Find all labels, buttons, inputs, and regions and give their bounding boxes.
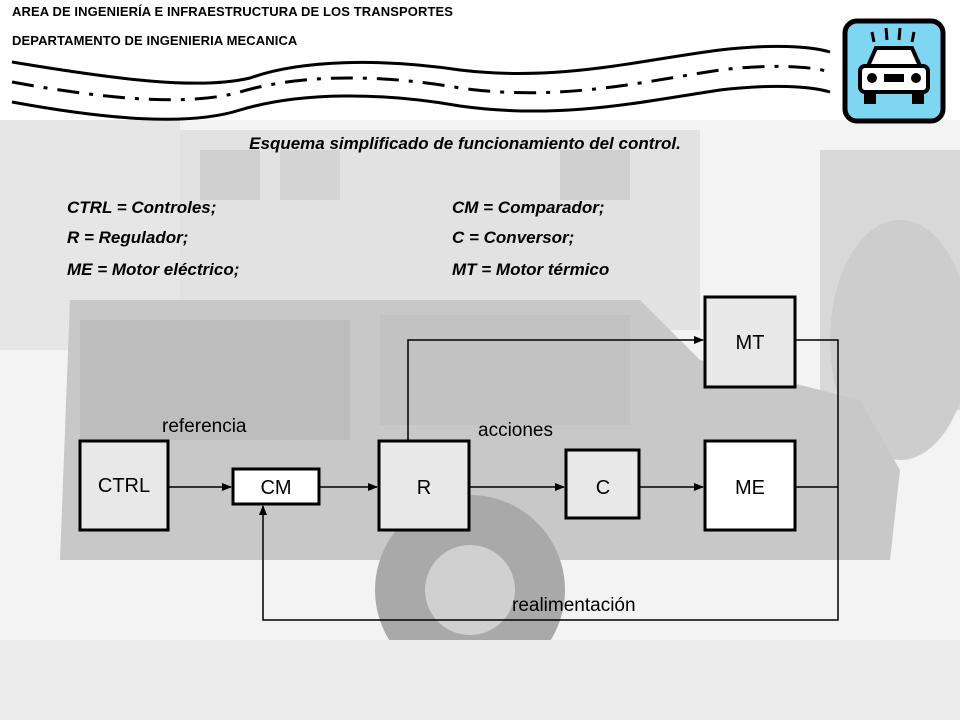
block-r (377, 439, 471, 532)
legend-me: ME = Motor eléctrico; (67, 260, 240, 279)
header-line-2: DEPARTAMENTO DE INGENIERIA MECANICA (12, 33, 298, 48)
line-mt-out (795, 339, 839, 487)
block-mt-label: MT (736, 332, 765, 354)
label-realimentacion: realimentación (512, 595, 636, 616)
legend-c: C = Conversor; (452, 228, 575, 247)
arrow-r-mt (407, 336, 704, 441)
road-icon (11, 44, 831, 121)
block-mt (703, 295, 797, 389)
legend-ctrl: CTRL = Controles; (67, 198, 217, 217)
block-cm-label: CM (260, 477, 291, 499)
block-c-label: C (596, 477, 610, 499)
header-line-1: AREA DE INGENIERÍA E INFRAESTRUCTURA DE … (12, 4, 454, 19)
label-referencia: referencia (162, 416, 247, 437)
block-me (703, 439, 797, 532)
block-r-label: R (417, 477, 431, 499)
block-c (564, 448, 641, 520)
car-warning-icon (842, 18, 946, 124)
block-me-label: ME (735, 477, 765, 499)
legend-r: R = Regulador; (67, 228, 189, 247)
diagram-title: Esquema simplificado de funcionamiento d… (249, 134, 681, 153)
block-ctrl (78, 439, 170, 532)
block-ctrl-label: CTRL (98, 475, 150, 497)
arrow-feedback (259, 487, 839, 621)
legend-cm: CM = Comparador; (452, 198, 605, 217)
label-acciones: acciones (478, 420, 553, 441)
block-cm (231, 467, 321, 506)
legend-mt: MT = Motor térmico (452, 260, 610, 279)
